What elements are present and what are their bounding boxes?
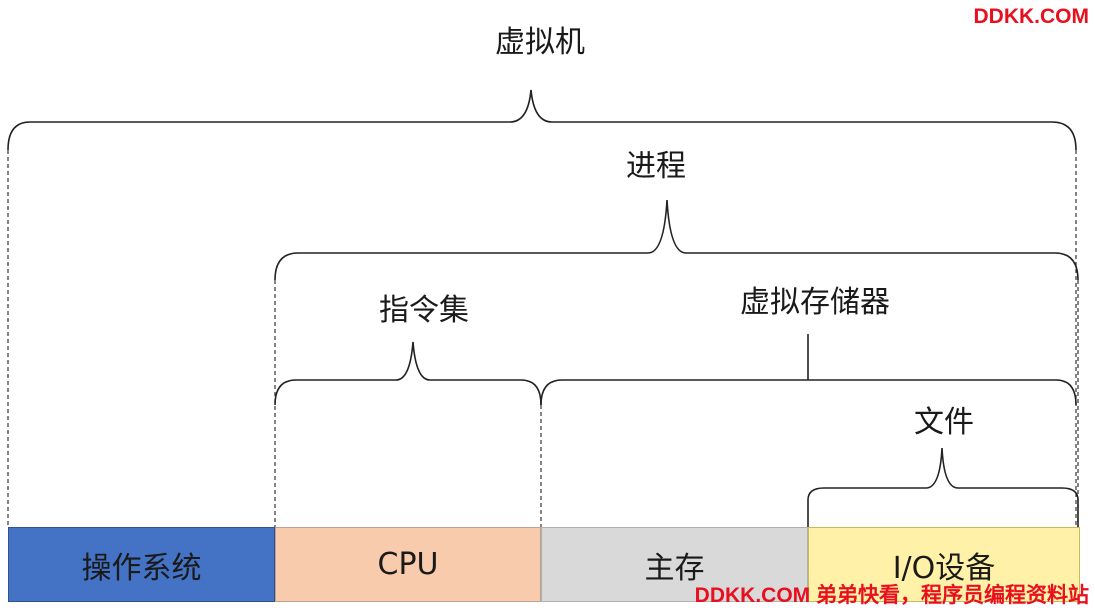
- watermark-bottom: DDKK.COM 弟弟快看，程序员编程资料站: [694, 584, 1089, 607]
- brace-vmem: [540, 379, 1077, 406]
- label-instruction-set: 指令集: [379, 293, 469, 328]
- block-cpu: CPU: [275, 527, 541, 602]
- block-operating-system: 操作系统: [8, 527, 275, 602]
- watermark-top: DDKK.COM: [973, 5, 1090, 28]
- brace-process: [274, 199, 1079, 281]
- brace-vm: [7, 89, 1077, 151]
- label-file: 文件: [914, 405, 974, 440]
- brace-file: [807, 447, 1079, 527]
- brace-isa: [274, 341, 542, 406]
- dashed-guides: [7, 150, 1079, 527]
- label-virtual-memory: 虚拟存储器: [740, 285, 890, 320]
- block-main-memory: 主存: [541, 527, 808, 602]
- label-virtual-machine: 虚拟机: [495, 25, 585, 60]
- block-io-device: I/O设备: [808, 527, 1080, 602]
- label-process: 进程: [626, 149, 686, 184]
